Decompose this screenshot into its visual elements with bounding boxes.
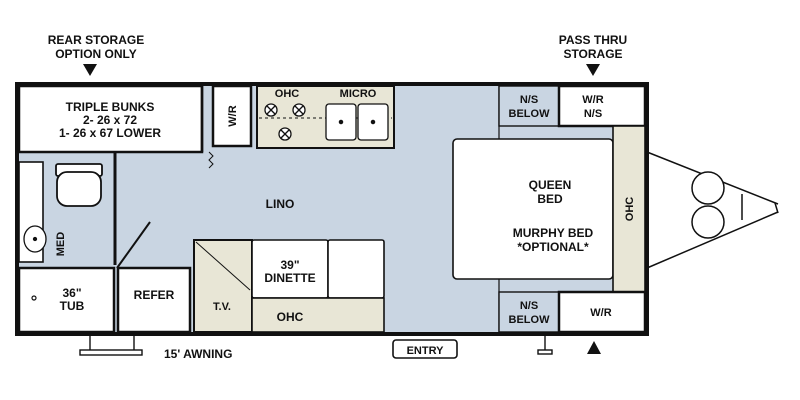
rear-storage-arrow bbox=[83, 64, 97, 76]
queen-label-2: BED bbox=[537, 192, 563, 206]
triple-bunks bbox=[17, 84, 204, 154]
queen-label-1: QUEEN bbox=[529, 178, 572, 192]
ns-below-top-label-1: N/S bbox=[520, 94, 538, 106]
tv-diagonal bbox=[195, 241, 251, 291]
wr-ns-label-1: W/R bbox=[582, 94, 603, 106]
bunks-label-2: 2- 26 x 72 bbox=[83, 113, 137, 127]
awning bbox=[79, 335, 143, 356]
stove bbox=[264, 103, 306, 141]
rear-storage-label-1: REAR STORAGE bbox=[48, 33, 144, 47]
ohc-dinette-label: OHC bbox=[277, 310, 304, 324]
tv-cabinet bbox=[193, 239, 253, 333]
micro-label: MICRO bbox=[340, 88, 377, 100]
pass-thru-arrow bbox=[586, 64, 600, 76]
front-ohc bbox=[612, 125, 646, 293]
tub-label-1: 36" bbox=[62, 286, 81, 300]
toilet bbox=[55, 163, 103, 207]
tub-label-2: TUB bbox=[60, 299, 85, 313]
stabilizer-jack bbox=[537, 334, 553, 355]
wardrobe-bottom bbox=[557, 290, 647, 334]
bunks-label-1: TRIPLE BUNKS bbox=[66, 100, 155, 114]
ns-below-top bbox=[498, 85, 560, 127]
pass-thru-bottom-arrow bbox=[587, 341, 601, 354]
dinette-label-2: DINETTE bbox=[264, 271, 315, 285]
wire-squiggle bbox=[208, 151, 214, 169]
bath-door bbox=[116, 221, 151, 269]
outer-wall bbox=[15, 82, 649, 336]
murphy-label-2: *OPTIONAL* bbox=[517, 240, 589, 254]
tub-drain bbox=[31, 295, 37, 301]
entry-label: ENTRY bbox=[407, 345, 445, 357]
wardrobe-small bbox=[211, 84, 253, 148]
dinette-label-1: 39" bbox=[280, 258, 299, 272]
med-label: MED bbox=[55, 232, 67, 257]
hitch bbox=[646, 151, 779, 269]
pass-thru-label-2: STORAGE bbox=[563, 47, 622, 61]
dinette-seat-front bbox=[327, 239, 385, 299]
ohc-front-label: OHC bbox=[624, 197, 636, 222]
bunks-label-3: 1- 26 x 67 LOWER bbox=[59, 126, 161, 140]
ns-below-top-label-2: BELOW bbox=[509, 108, 551, 120]
tv-label: T.V. bbox=[213, 301, 231, 313]
rear-storage-label-2: OPTION ONLY bbox=[55, 47, 137, 61]
wardrobe-ns bbox=[557, 84, 647, 128]
dinette-ohc bbox=[251, 297, 385, 333]
wr-bottom-label: W/R bbox=[590, 307, 611, 319]
queen-bed bbox=[452, 138, 614, 280]
ohc-kitchen-label: OHC bbox=[275, 88, 300, 100]
wardrobe-small-label: W/R bbox=[227, 105, 239, 126]
refrigerator bbox=[116, 266, 192, 334]
ns-below-bottom-label-2: BELOW bbox=[509, 314, 551, 326]
lino-label: LINO bbox=[266, 197, 295, 211]
bath-sink bbox=[23, 225, 47, 253]
ns-below-bottom bbox=[498, 291, 560, 333]
pass-thru-label-1: PASS THRU bbox=[559, 33, 627, 47]
awning-label: 15' AWNING bbox=[164, 347, 232, 361]
refer-label: REFER bbox=[134, 288, 175, 302]
murphy-label-1: MURPHY BED bbox=[513, 226, 594, 240]
ns-below-bottom-label-1: N/S bbox=[520, 300, 538, 312]
entry-step bbox=[392, 339, 458, 359]
sink bbox=[325, 103, 389, 141]
wr-ns-label-2: N/S bbox=[584, 108, 602, 120]
